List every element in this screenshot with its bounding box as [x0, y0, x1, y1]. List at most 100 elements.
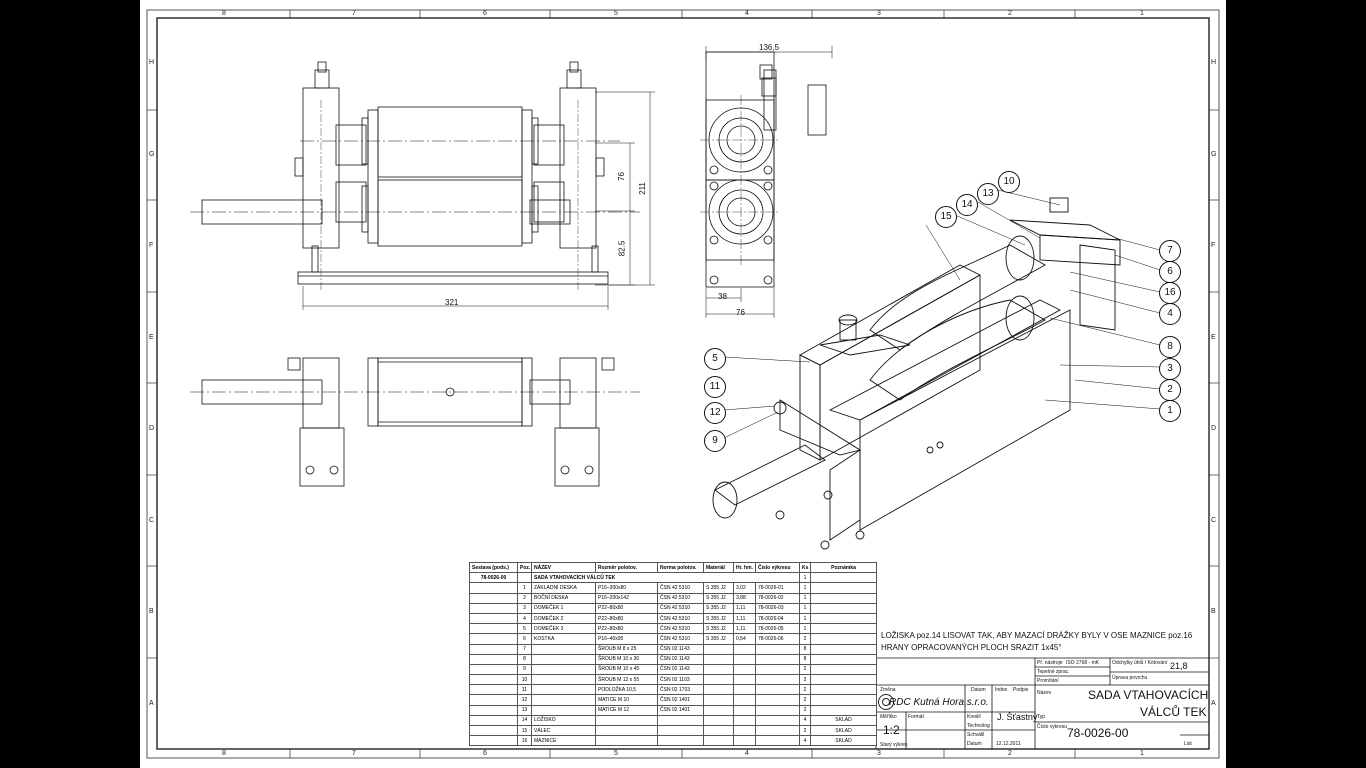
- tb-label: Název: [1037, 690, 1052, 696]
- tb-label: Technolog: [967, 723, 990, 729]
- zone-number: 2: [1008, 10, 1012, 17]
- bom-cell: 15: [517, 724, 532, 737]
- bom-cell: S 355 J2: [703, 602, 734, 614]
- bom-cell: 8: [517, 653, 532, 665]
- title-block-frame: [875, 657, 1209, 749]
- bom-cell: MATICE M 12: [595, 704, 658, 716]
- tb-label: Starý výkres: [880, 742, 908, 748]
- bom-cell: [703, 663, 734, 676]
- bom-cell: P16–200x142: [595, 592, 658, 604]
- bom-cell: [469, 694, 518, 706]
- bom-cell: ČSN 42 5310: [657, 612, 704, 625]
- bom-cell: [810, 653, 877, 665]
- bom-cell: [469, 704, 518, 716]
- zone-number: 6: [483, 750, 487, 757]
- tb-label: Kreslil: [967, 714, 981, 720]
- zone-number: 2: [1008, 750, 1012, 757]
- bom-cell: 1: [799, 623, 811, 635]
- bom-cell: [733, 684, 756, 696]
- dimension-width: 136,5: [759, 43, 780, 52]
- bom-cell: [703, 694, 734, 706]
- tb-label: Číslo výkresu: [1037, 724, 1068, 730]
- bom-header-row: Sestava (pods.) Poz. NÁZEV Rozměr poloto…: [469, 561, 877, 574]
- bom-cell: 2: [517, 592, 532, 604]
- bom-cell: 9: [517, 663, 532, 676]
- bom-cell: [755, 684, 800, 696]
- bom-cell: [703, 704, 734, 716]
- bom-cell: SKLAD: [810, 714, 877, 727]
- bom-cell: [595, 735, 658, 747]
- part-balloon: 9: [704, 430, 726, 452]
- tb-value: ISO 2768 - mK: [1066, 660, 1100, 666]
- company-logo: [878, 694, 894, 710]
- company-name: RDC Kutná Hora,s.r.o.: [889, 697, 989, 708]
- drawing-title-line2: VÁLCŮ TEK: [1140, 705, 1207, 719]
- bom-cell: 16: [517, 735, 532, 747]
- bom-header: Poznámka: [810, 561, 877, 574]
- bom-cell: [703, 643, 734, 655]
- bom-cell: [469, 674, 518, 686]
- zone-number: 4: [745, 750, 749, 757]
- zone-number: 3: [877, 750, 881, 757]
- bom-cell: 78-0026-02: [755, 592, 800, 604]
- bom-cell: [810, 694, 877, 706]
- bom-cell: [469, 592, 518, 604]
- bom-cell: [595, 714, 658, 727]
- bom-cell: [755, 674, 800, 686]
- zone-letter: B: [149, 608, 154, 615]
- bom-cell: ŠROUB M 10 x 30: [595, 653, 658, 665]
- bom-cell: [810, 612, 877, 625]
- bom-cell: DOMEČEK 2: [531, 612, 596, 625]
- bom-cell: MATICE M 10: [595, 694, 658, 706]
- bom-cell: 12: [517, 694, 532, 706]
- dimension-width: 76: [736, 308, 745, 317]
- tb-label: Datum: [971, 687, 986, 693]
- bom-cell: 0,54: [733, 633, 756, 645]
- bom-cell: SKLAD: [810, 735, 877, 747]
- bom-cell: PODLOŽKA 10,5: [595, 684, 658, 696]
- bom-cell: [469, 714, 518, 727]
- zone-letter: H: [1211, 59, 1217, 66]
- technical-drawing: [146, 9, 1220, 759]
- bom-cell: [733, 694, 756, 706]
- bom-cell: 2: [799, 663, 811, 676]
- bom-cell: 8: [799, 643, 811, 655]
- bom-cell: ČSN 42 5310: [657, 592, 704, 604]
- isometric-view: [712, 197, 1121, 550]
- zone-letter: F: [1211, 242, 1216, 249]
- part-balloon: 11: [704, 376, 726, 398]
- bom-cell: [531, 704, 596, 716]
- zone-letter: D: [149, 425, 155, 432]
- zone-number: 4: [745, 10, 749, 17]
- balloon-leaders: [723, 189, 1161, 439]
- bom-cell: [810, 643, 877, 655]
- bom-cell: [703, 735, 734, 747]
- part-balloon: 6: [1159, 261, 1181, 283]
- bom-cell: [733, 735, 756, 747]
- bom-cell: [755, 724, 800, 737]
- date-value: 12.12.2011: [996, 741, 1021, 747]
- bom-cell: [531, 653, 596, 665]
- bom-cell: [469, 643, 518, 655]
- bom-cell: 5: [517, 623, 532, 635]
- bom-cell: [531, 694, 596, 706]
- bom-cell: [810, 633, 877, 645]
- bom-cell: 1: [517, 582, 532, 594]
- bom-cell: [657, 735, 704, 747]
- zone-letter: F: [149, 242, 154, 249]
- bom-cell: [810, 572, 877, 584]
- tb-label: Schválil: [967, 732, 985, 738]
- bom-cell: [810, 704, 877, 716]
- zone-letter: E: [149, 334, 154, 341]
- bom-cell: 1: [799, 602, 811, 614]
- bom-cell: [755, 694, 800, 706]
- bom-cell: ČSN 02 1103: [657, 674, 704, 686]
- bom-cell: [733, 653, 756, 665]
- bom-cell: [733, 724, 756, 737]
